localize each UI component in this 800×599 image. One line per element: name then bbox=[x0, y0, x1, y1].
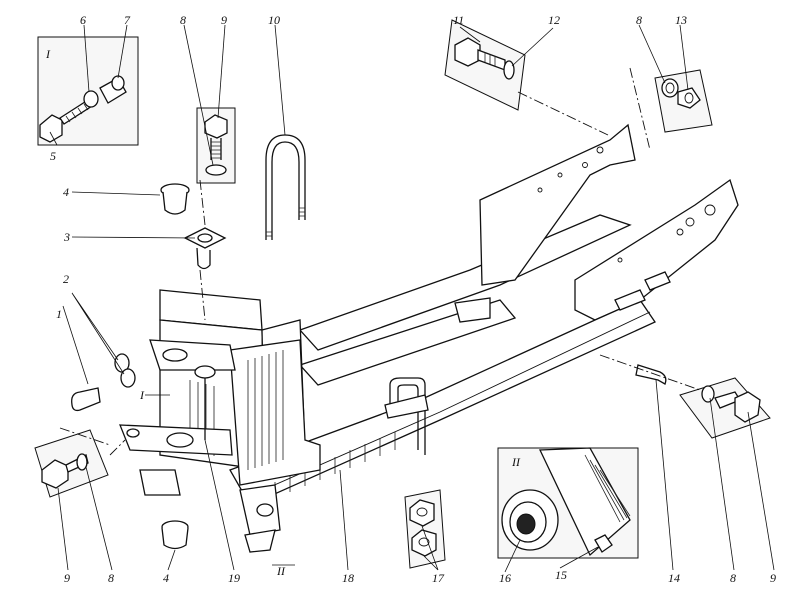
u-bolt bbox=[265, 134, 306, 240]
callout-16: 16 bbox=[499, 571, 511, 585]
section-marker-two: II bbox=[276, 564, 286, 578]
inset-one: I bbox=[37, 36, 139, 146]
pin-fourteen bbox=[635, 364, 667, 385]
callout-11: 11 bbox=[453, 13, 464, 27]
pin-one bbox=[71, 387, 101, 412]
callout-1: 1 bbox=[56, 307, 62, 321]
bushing-top bbox=[160, 183, 190, 215]
part-bolt-washer-top bbox=[196, 107, 236, 184]
leader-lines bbox=[49, 24, 775, 573]
callout-8-lower-left: 8 bbox=[108, 571, 114, 585]
assembly-lines bbox=[59, 67, 701, 456]
flanged-pin bbox=[183, 227, 227, 270]
inset-two-label: II bbox=[511, 455, 521, 469]
callout-7: 7 bbox=[124, 13, 131, 27]
callout-3: 3 bbox=[63, 230, 70, 244]
section-marker-one: I bbox=[139, 388, 145, 402]
callout-4-bottom: 4 bbox=[163, 571, 169, 585]
callout-8-top: 8 bbox=[180, 13, 186, 27]
part-bolt-plate-top bbox=[444, 19, 526, 111]
part-nuts bbox=[404, 489, 446, 569]
main-frame bbox=[119, 123, 739, 553]
callout-17: 17 bbox=[432, 571, 445, 585]
callout-14: 14 bbox=[668, 571, 680, 585]
inset-one-label: I bbox=[45, 47, 51, 61]
callout-8-upper-right: 8 bbox=[636, 13, 642, 27]
callout-6: 6 bbox=[80, 13, 86, 27]
callout-9-lower-left: 9 bbox=[64, 571, 70, 585]
bushing-bottom bbox=[161, 520, 189, 550]
part-bolt-washer-right bbox=[679, 377, 771, 439]
part-bolt-washer-left bbox=[34, 429, 109, 498]
callout-labels: 1 2 3 4 4 5 6 7 8 8 8 8 9 9 9 10 11 12 1… bbox=[50, 13, 776, 585]
callout-18: 18 bbox=[342, 571, 354, 585]
part-nut-washer-top bbox=[654, 69, 713, 133]
washers bbox=[114, 353, 136, 388]
callout-9-lower-right: 9 bbox=[770, 571, 776, 585]
callout-5: 5 bbox=[50, 149, 56, 163]
callout-12: 12 bbox=[548, 13, 560, 27]
callout-2: 2 bbox=[63, 272, 69, 286]
callout-13: 13 bbox=[675, 13, 687, 27]
callout-9-top: 9 bbox=[221, 13, 227, 27]
callout-10: 10 bbox=[268, 13, 280, 27]
callout-4-top: 4 bbox=[63, 185, 69, 199]
callout-15: 15 bbox=[555, 568, 567, 582]
callout-8-lower-right: 8 bbox=[730, 571, 736, 585]
callout-19: 19 bbox=[228, 571, 240, 585]
inset-two: II bbox=[497, 447, 639, 559]
